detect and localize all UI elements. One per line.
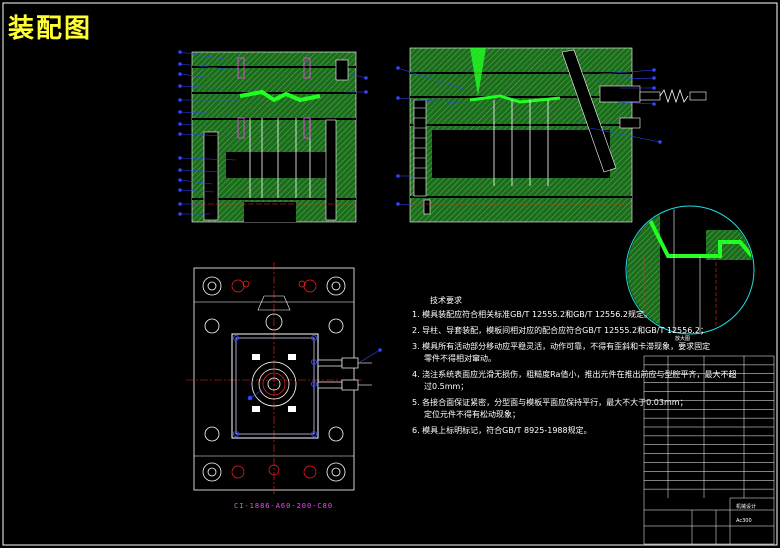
technical-notes: 技术要求 1. 模具装配应符合相关标准GB/T 12555.2和GB/T 125… <box>412 296 736 442</box>
note-item: 5. 各接合面保证紧密，分型面与模板平面应保持平行，最大不大于0.03mm； <box>412 398 688 407</box>
drawing-title: 装配图 <box>8 14 93 44</box>
note-item: 2. 导柱、导套装配，模板间相对应的配合应符合GB/T 12555.2和GB/T… <box>412 326 708 335</box>
title-block-text: 机械设计 Ac300 <box>736 503 756 524</box>
left-section-view <box>178 50 368 223</box>
title-block-brand: 机械设计 <box>736 503 756 510</box>
note-item: 3. 模具所有活动部分移动应平稳灵活，动作可靠，不得有歪斜和卡滞现象，要求固定 <box>412 342 711 351</box>
plan-view <box>186 262 382 496</box>
note-item: 过0.5mm； <box>424 382 469 391</box>
title-block-drawing-no: Ac300 <box>736 518 752 524</box>
technical-notes-heading: 技术要求 <box>430 296 462 305</box>
note-item: 零件不得相对窜动。 <box>424 354 496 363</box>
note-item: 1. 模具装配应符合相关标准GB/T 12555.2和GB/T 12556.2规… <box>412 310 652 319</box>
note-item: 4. 浇注系统表面应光滑无损伤，粗糙度Ra值小，推出元件在推出前应与型腔平齐，最… <box>412 370 737 379</box>
right-section-view <box>396 47 707 223</box>
drawing-code: CI-1886-A60-200-C80 <box>234 502 334 510</box>
detail-label: 放大图 <box>675 336 691 342</box>
note-item: 定位元件不得有松动现象； <box>424 410 520 419</box>
note-item: 6. 模具上标明标记，符合GB/T 8925-1988规定。 <box>412 426 592 435</box>
title-block <box>643 355 775 545</box>
